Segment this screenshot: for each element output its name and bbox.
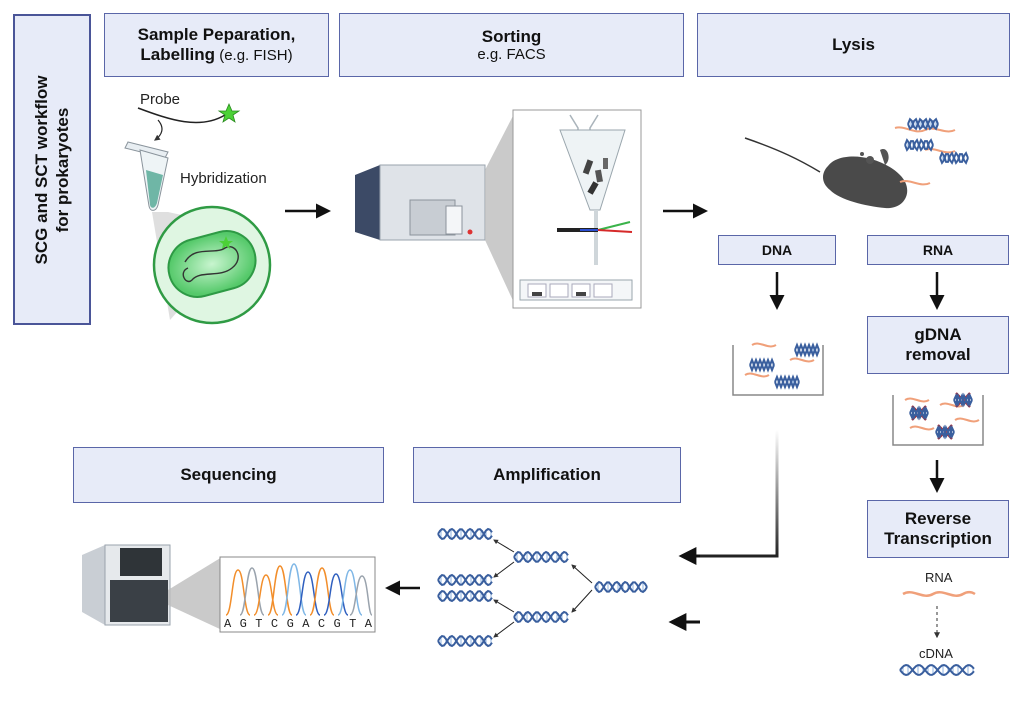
probe-label: Probe [140, 91, 181, 108]
sequence-base: A [224, 617, 232, 631]
sequence-base: A [364, 617, 372, 631]
dna-helix-icon [594, 580, 648, 594]
dna-helix-icon [774, 374, 800, 390]
sequence-base: G [333, 617, 341, 631]
dna-helix-icon [935, 424, 955, 440]
facs-machine-icon [355, 164, 486, 241]
dna-helix-layer [437, 117, 975, 677]
lysed-bacterium-icon [744, 126, 956, 209]
dna-helix-icon [513, 550, 569, 564]
dna-helix-icon [907, 117, 939, 131]
fluorophore-star-icon [217, 102, 241, 123]
dna-helix-icon [939, 151, 969, 165]
sequence-base: C [270, 617, 279, 631]
sequence-base: G [239, 617, 247, 631]
step-sequencing: Sequencing [73, 447, 384, 503]
labelled-cell-icon [152, 205, 272, 325]
step-lysis: Lysis [697, 13, 1010, 77]
step-dna: DNA [718, 235, 836, 265]
sequence-base: C [317, 617, 326, 631]
dna-helix-icon [437, 573, 493, 587]
sequence-base: G [286, 617, 294, 631]
dna-helix-icon [437, 634, 493, 648]
dna-helix-icon [794, 342, 820, 358]
rna-label: RNA [925, 570, 953, 585]
dna-helix-icon [513, 610, 569, 624]
chromatogram-panel [219, 556, 376, 633]
workflow-title: SCG and SCT workflow for prokaryotes [31, 75, 72, 264]
sorting-detail-panel [512, 109, 642, 309]
dna-helix-icon [909, 405, 929, 421]
workflow-title-panel: SCG and SCT workflow for prokaryotes [13, 14, 91, 325]
sequence-base: T [349, 617, 357, 631]
tube-icon [124, 141, 169, 211]
cdna-label: cDNA [919, 646, 953, 661]
step-sample-preparation: Sample Peparation, Labelling (e.g. FISH) [104, 13, 329, 77]
step-gdna-removal: gDNA removal [867, 316, 1009, 374]
amplification-tree [493, 539, 593, 638]
hybridization-label: Hybridization [180, 170, 267, 187]
dna-helix-icon [953, 392, 973, 408]
rna-strand-icon [902, 590, 976, 597]
sequence-base: T [255, 617, 263, 631]
step-sorting: Sorting e.g. FACS [339, 13, 684, 77]
step-rna: RNA [867, 235, 1009, 265]
dna-helix-icon [749, 357, 775, 373]
dna-helix-icon [904, 138, 934, 152]
cdna-helix-icon [899, 663, 975, 677]
dna-helix-icon [437, 589, 493, 603]
dna-dish-icon [732, 342, 824, 396]
sequencer-icon [82, 544, 171, 626]
step-reverse-transcription: Reverse Transcription [867, 500, 1009, 558]
dna-helix-icon [437, 527, 493, 541]
sequence-base: A [302, 617, 310, 631]
step-amplification: Amplification [413, 447, 681, 503]
probe-illustration [137, 102, 241, 141]
